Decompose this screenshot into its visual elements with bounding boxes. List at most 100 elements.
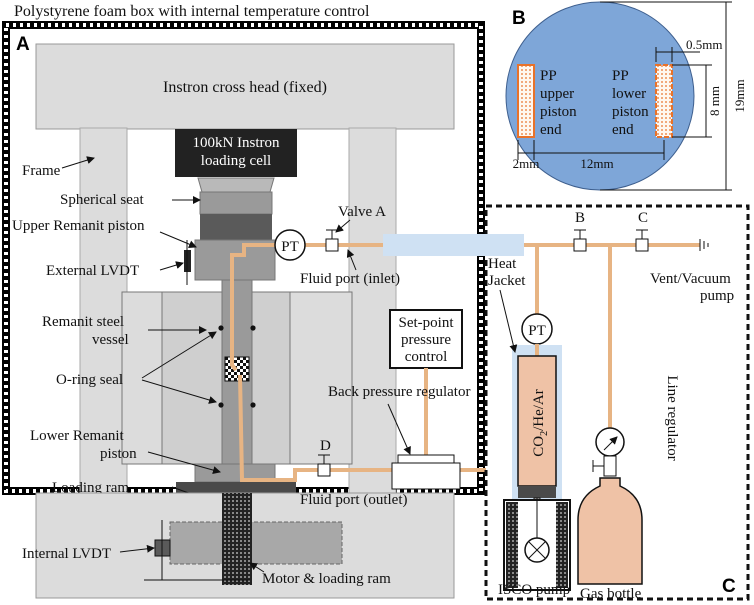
gas-bottle xyxy=(577,477,643,585)
upper-piston-label: Upper Remanit piston xyxy=(12,218,145,234)
valve-a xyxy=(325,238,339,252)
pp-lower-2: lower xyxy=(612,86,646,102)
pp-upper-3: piston xyxy=(540,104,577,120)
outlet-pipe xyxy=(238,374,486,482)
internal-lvdt-arrow xyxy=(119,544,155,553)
loading-ram-label: Loading ram xyxy=(52,480,129,496)
pt-label-c: PT xyxy=(528,323,546,339)
pump-body-left xyxy=(506,502,518,588)
set-point-box xyxy=(389,309,463,369)
load-cell xyxy=(175,129,297,177)
crosshead-label: Instron cross head (fixed) xyxy=(163,79,327,96)
frame-label: Frame xyxy=(22,163,61,179)
valve-a-arrow xyxy=(335,219,351,233)
heat-jacket-arrow xyxy=(499,289,518,353)
pp-lower-1: PP xyxy=(612,68,629,84)
pp-lower-3: piston xyxy=(612,104,649,120)
spherical-seat xyxy=(199,191,273,215)
pump-piston xyxy=(518,486,556,498)
loadcell-label-1: 100kN Instron xyxy=(192,135,280,151)
valve-b-label: B xyxy=(575,210,585,226)
fluid-inlet-label: Fluid port (inlet) xyxy=(300,271,400,287)
dim-05-label: 0.5mm xyxy=(686,37,722,52)
lower-piston-arrow xyxy=(147,451,221,474)
fluid-inlet-arrow xyxy=(346,249,357,271)
gas-bottle-label: Gas bottle xyxy=(580,586,642,602)
pump-cylinder-gas xyxy=(517,355,557,487)
frame-arrow xyxy=(61,156,95,169)
dim-2-label: 2mm xyxy=(513,156,540,171)
pp-upper-2: upper xyxy=(540,86,574,102)
pt-label-a: PT xyxy=(281,239,299,255)
dim-12-label: 12mm xyxy=(580,156,613,171)
setpoint-label-1: Set-point xyxy=(399,315,455,331)
figure-title: Polystyrene foam box with internal tempe… xyxy=(14,3,370,20)
back-pressure-regulator xyxy=(391,462,461,490)
setpoint-label-2: pressure xyxy=(401,332,451,348)
external-lvdt-arrow xyxy=(159,261,184,271)
pressure-transducer-a xyxy=(274,229,306,261)
ram-overlay xyxy=(222,513,252,585)
regulator-needle xyxy=(603,436,618,451)
frame-column-left xyxy=(79,127,128,509)
pump-body-right xyxy=(556,502,568,588)
cross-head xyxy=(35,43,455,130)
valve-b xyxy=(573,238,587,252)
oring-arrow-upper xyxy=(141,331,217,379)
gas-type-label: CO2/He/Ar xyxy=(531,389,550,457)
motor-label: Motor & loading ram xyxy=(262,571,391,587)
dim-8-label: 8 mm xyxy=(707,86,722,116)
motor xyxy=(169,521,343,565)
o-ring-lower-right xyxy=(250,402,256,408)
lower-piston-label-2: piston xyxy=(100,446,137,462)
internal-lvdt-label: Internal LVDT xyxy=(22,546,111,562)
bpr-arrow xyxy=(387,403,411,455)
vessel-left-inner xyxy=(161,291,223,465)
oring-label: O-ring seal xyxy=(56,372,123,388)
panel-c-label: C xyxy=(722,576,736,597)
valve-a-label: Valve A xyxy=(338,204,386,220)
motor-arrow xyxy=(249,562,265,573)
external-lvdt-label: External LVDT xyxy=(46,263,139,279)
pp-lower-strip xyxy=(655,64,673,138)
panel-b-label: B xyxy=(512,8,526,29)
valve-d-label: D xyxy=(320,438,331,454)
line-regulator-gauge xyxy=(595,427,625,457)
valve-c-label: C xyxy=(638,210,648,226)
fluid-outlet-label: Fluid port (outlet) xyxy=(300,492,408,508)
setpoint-label-3: control xyxy=(405,349,448,365)
heat-jacket-label-1: Heat xyxy=(488,256,517,272)
valve-d xyxy=(317,463,331,477)
loadcell-label-2: loading cell xyxy=(201,153,271,169)
valve-c xyxy=(635,238,649,252)
heat-jacket-horizontal xyxy=(383,234,517,256)
sample xyxy=(224,356,250,382)
o-ring-lower xyxy=(218,402,224,408)
heat-jacket-label-2: Jacket xyxy=(488,273,526,289)
o-ring-upper-right xyxy=(250,325,256,331)
o-ring-upper xyxy=(218,325,224,331)
vessel-label-2: vessel xyxy=(92,332,129,348)
upper-piston-arrow xyxy=(159,231,197,248)
pp-lower-4: end xyxy=(612,122,634,138)
back-pressure-label: Back pressure regulator xyxy=(328,384,470,400)
heat-jacket-corner xyxy=(508,234,524,256)
bpr-top xyxy=(397,454,455,464)
upper-piston-cap xyxy=(200,214,272,240)
pump-motor-x2 xyxy=(528,541,546,559)
pp-upper-1: PP xyxy=(540,68,557,84)
panel-c-border xyxy=(484,204,750,601)
oring-arrow-lower xyxy=(141,379,217,404)
spherical-seat-label: Spherical seat xyxy=(60,192,145,208)
lower-piston-label-1: Lower Remanit xyxy=(30,428,125,444)
pp-upper-strip xyxy=(517,64,535,138)
pp-upper-4: end xyxy=(540,122,562,138)
vent-label-2: pump xyxy=(700,288,734,304)
dim-19-label: 19mm xyxy=(732,79,747,112)
vessel-right-inner xyxy=(251,291,291,465)
vessel-label-1: Remanit steel xyxy=(42,314,124,330)
isco-label: ISCO pump xyxy=(498,582,570,598)
line-regulator-label: Line regulator xyxy=(664,375,680,460)
